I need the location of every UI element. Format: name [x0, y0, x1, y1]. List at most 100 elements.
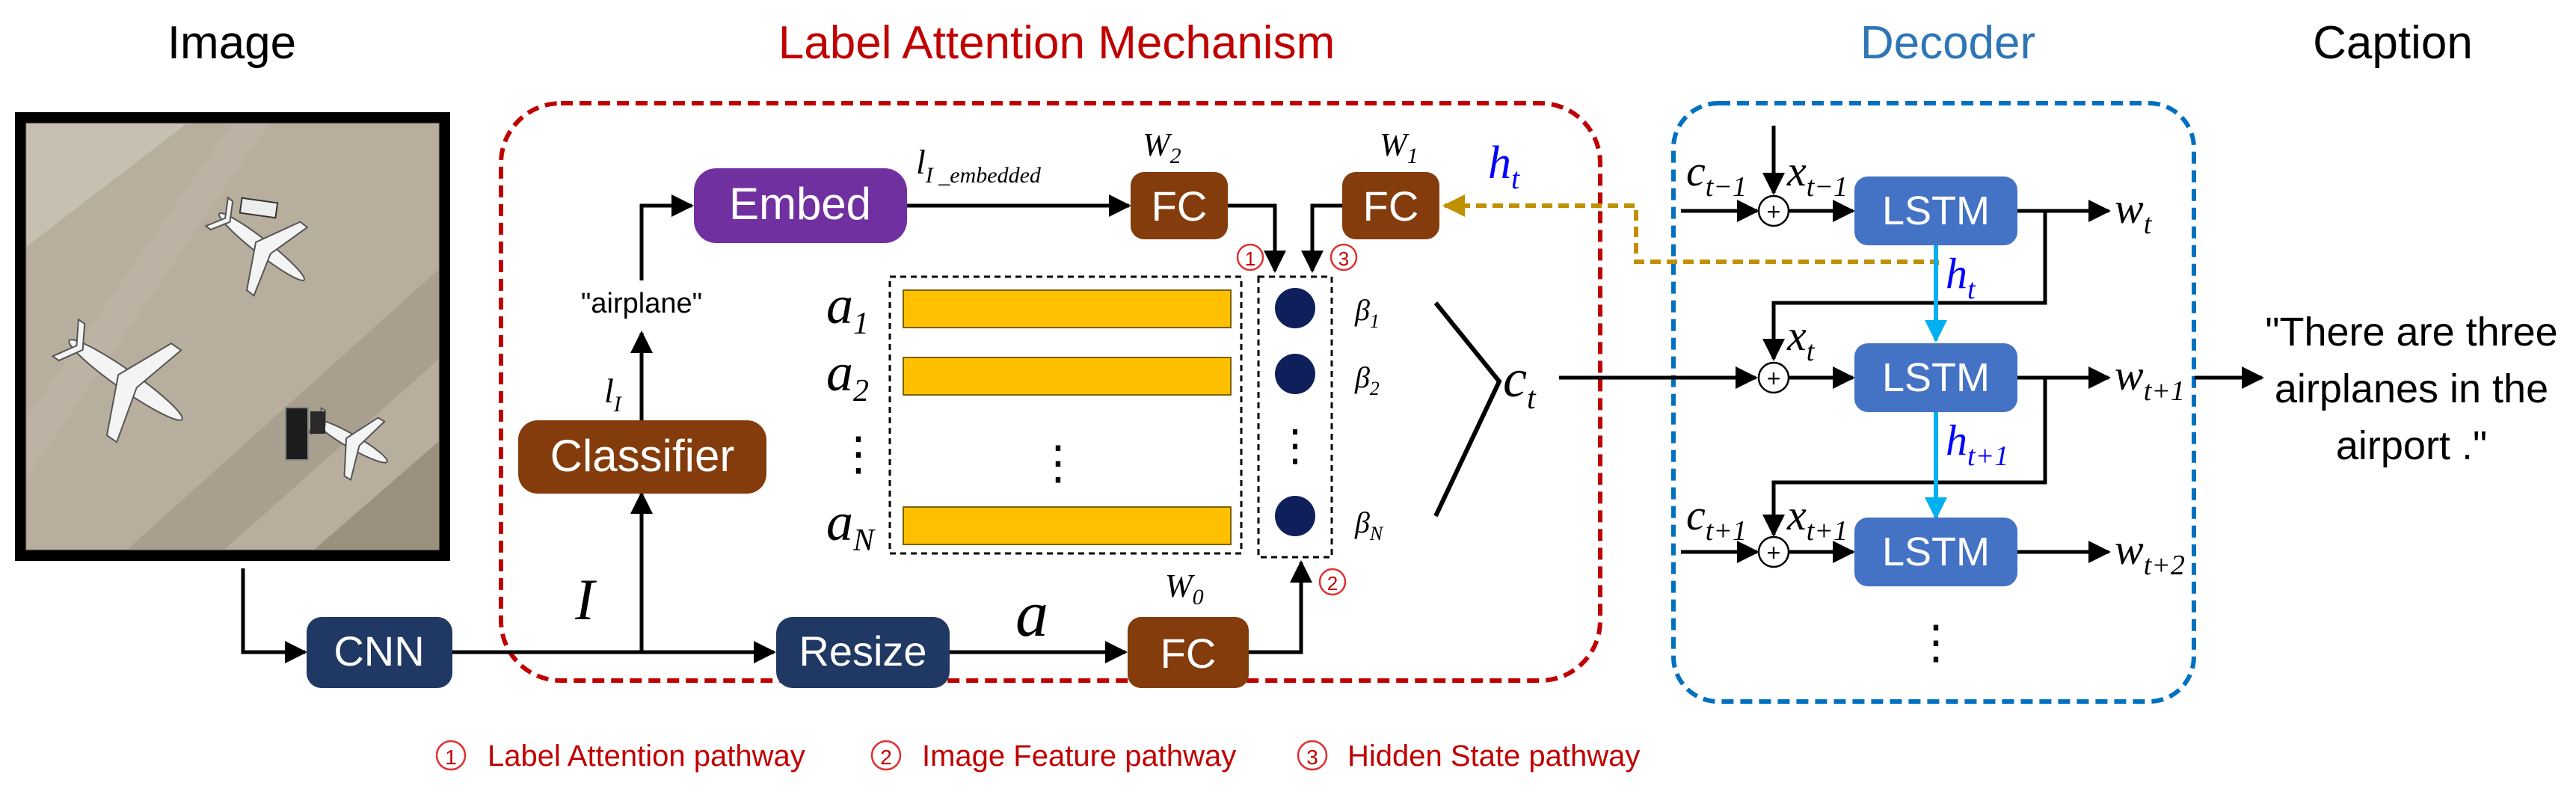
- beta-1-symbol: β1: [1354, 293, 1380, 332]
- feature-bar-1: [903, 289, 1232, 328]
- caption-line-2: airplanes in the: [2275, 366, 2548, 411]
- legend: 1 Label Attention pathway 2 Image Featur…: [435, 740, 1640, 773]
- fc-w0-label: FC: [1161, 630, 1217, 677]
- ground-vehicle-2: [285, 407, 309, 461]
- w0-symbol: W0: [1165, 568, 1204, 610]
- sum-node-3: +: [1757, 535, 1790, 568]
- l-I-symbol: lI: [604, 372, 623, 417]
- resize-block: Resize: [776, 617, 950, 688]
- sum-node-1: +: [1757, 194, 1790, 227]
- context-ct-symbol: ct: [1503, 349, 1537, 416]
- feature-aN-symbol: aN: [826, 492, 876, 558]
- svg-text:1: 1: [445, 746, 457, 769]
- svg-text:+: +: [1767, 539, 1781, 566]
- attention-dots-ellipsis: ⋮: [1273, 421, 1317, 470]
- arrow-fc-w0-to-attention: [1249, 560, 1312, 654]
- x-t-symbol: xt: [1786, 311, 1816, 367]
- feature-dots: ⋮: [1035, 438, 1081, 489]
- caption-line-1: "There are three: [2265, 310, 2557, 354]
- decoder-vdots: ⋮: [1913, 617, 1959, 669]
- w2-symbol: W2: [1143, 126, 1181, 168]
- fc-w0-block: FC: [1128, 617, 1249, 688]
- sum-node-2: +: [1757, 361, 1790, 394]
- header-label-attention-mechanism: Label Attention Mechanism: [778, 17, 1335, 69]
- arrow-fc-w2-to-attention: [1228, 203, 1286, 273]
- beta-2-symbol: β2: [1354, 360, 1380, 399]
- beta-n-symbol: βN: [1354, 506, 1384, 544]
- classifier-block: Classifier: [518, 420, 766, 494]
- lstm-block-3: LSTM: [1854, 518, 2017, 586]
- svg-text:2: 2: [880, 746, 892, 769]
- feedback-loop-1: [1762, 211, 2047, 361]
- svg-text:3: 3: [1338, 248, 1349, 270]
- h-t-label-top: ht: [1488, 138, 1520, 195]
- feature-I-label: I: [574, 567, 597, 632]
- legend-item-1: 1 Label Attention pathway: [435, 740, 805, 773]
- airplane-label: "airplane": [581, 288, 702, 319]
- svg-text:1: 1: [1245, 248, 1255, 270]
- legend-label-3: Hidden State pathway: [1347, 740, 1640, 773]
- legend-item-3: 3 Hidden State pathway: [1297, 740, 1640, 773]
- lstm-label-2: LSTM: [1882, 355, 1990, 400]
- resize-label: Resize: [799, 627, 926, 675]
- c-prev-symbol: ct−1: [1686, 147, 1747, 203]
- svg-text:2: 2: [1327, 572, 1338, 595]
- legend-label-1: Label Attention pathway: [488, 740, 805, 773]
- feature-a1-symbol: a1: [826, 275, 869, 341]
- svg-text:+: +: [1767, 365, 1781, 392]
- cnn-label: CNN: [333, 627, 424, 675]
- legend-label-2: Image Feature pathway: [922, 740, 1236, 773]
- header-decoder: Decoder: [1860, 17, 2035, 69]
- pathway-marker-1: 1: [1236, 243, 1264, 271]
- feature-bar-n: [903, 506, 1232, 545]
- x-prev-symbol: xt−1: [1786, 147, 1848, 203]
- w-t2-symbol: wt+2: [2115, 525, 2185, 581]
- fc-w1-block: FC: [1342, 172, 1439, 239]
- attention-dot-1: [1275, 288, 1315, 328]
- attention-weights: ⋮: [1257, 275, 1333, 559]
- caption-line-3: airport .": [2336, 423, 2487, 468]
- cnn-block: CNN: [307, 617, 452, 688]
- l-embedded-symbol: lI _embedded: [916, 143, 1042, 188]
- legend-item-2: 2 Image Feature pathway: [870, 740, 1236, 773]
- feature-map: ⋮: [888, 275, 1243, 555]
- feature-a2-symbol: a2: [826, 343, 869, 408]
- w-t1-symbol: wt+1: [2115, 351, 2185, 407]
- airplane-shape-2: [51, 318, 183, 443]
- lstm-block-1: LSTM: [1854, 176, 2017, 245]
- arrow-image-to-cnn: [241, 568, 307, 663]
- w-t-symbol: wt: [2115, 184, 2153, 240]
- arrow-label-to-embed: [639, 194, 694, 280]
- x-next-symbol: xt+1: [1786, 491, 1848, 547]
- header-caption: Caption: [2313, 17, 2473, 69]
- feature-bar-2: [903, 357, 1232, 396]
- c-next-symbol: ct+1: [1686, 491, 1747, 547]
- fc-w1-label: FC: [1363, 182, 1419, 230]
- feature-vdots-left: ⋮: [835, 429, 882, 480]
- lstm-block-2: LSTM: [1854, 343, 2017, 412]
- ground-vehicle-1: [239, 197, 279, 219]
- airplane-shape-1: [204, 196, 309, 298]
- feature-a-symbol: a: [1015, 578, 1048, 651]
- fc-w2-block: FC: [1131, 172, 1228, 239]
- pathway-marker-3: 3: [1330, 243, 1358, 271]
- svg-text:3: 3: [1306, 746, 1318, 769]
- svg-text:+: +: [1767, 198, 1781, 225]
- decoder-container: [1671, 101, 2196, 704]
- pathway-marker-2: 2: [1318, 568, 1347, 596]
- attention-dot-2: [1275, 354, 1315, 394]
- feedback-loop-2: [1762, 378, 2047, 537]
- attention-dot-n: [1275, 496, 1315, 536]
- fc-w2-label: FC: [1152, 182, 1208, 230]
- h-t-decoder-symbol: ht: [1946, 249, 1976, 305]
- arrow-fc-w1-to-attention: [1301, 203, 1342, 273]
- w1-symbol: W1: [1380, 126, 1418, 168]
- classifier-label: Classifier: [550, 431, 735, 481]
- label-attention-container: [499, 101, 1602, 683]
- embed-block: Embed: [694, 168, 907, 243]
- ground-vehicle-3: [310, 411, 325, 434]
- h-t1-decoder-symbol: ht+1: [1946, 416, 2008, 472]
- summation-chevron: [1433, 301, 1502, 518]
- embed-label: Embed: [729, 179, 871, 229]
